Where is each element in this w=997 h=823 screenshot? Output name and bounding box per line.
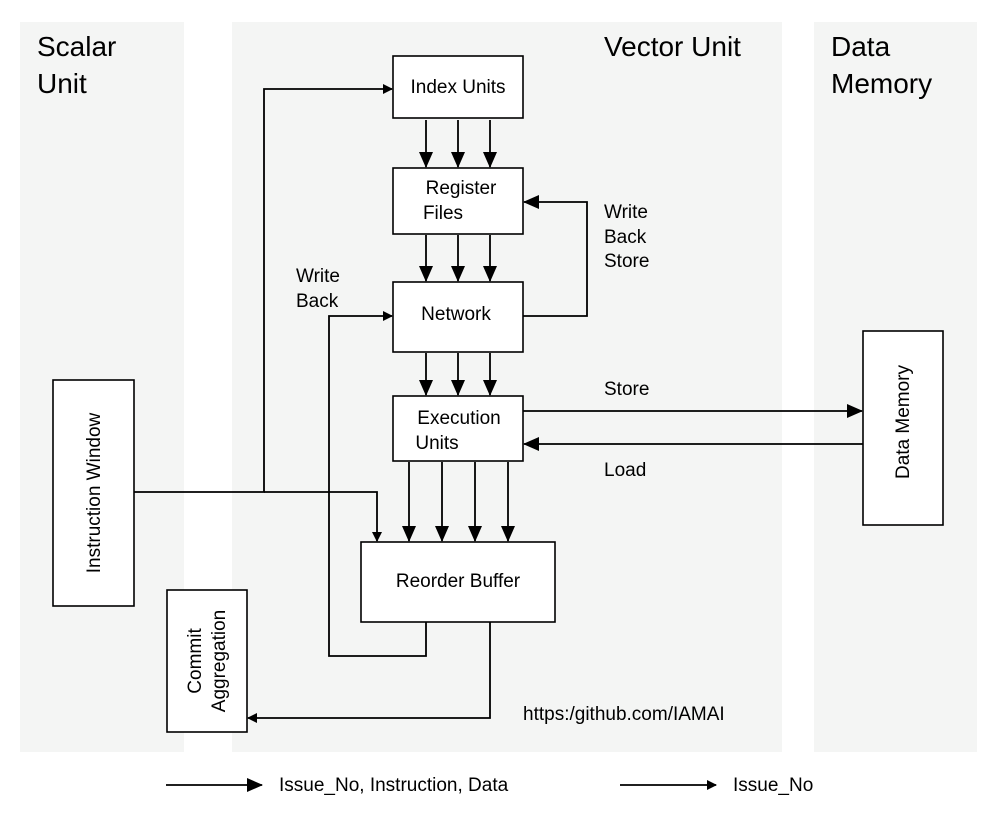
scalar-unit-title-line2: Unit [37,68,87,99]
write-back-store-label-line1: Write [604,202,648,223]
data-memory-title-line2: Memory [831,68,932,99]
data-memory-label: Data Memory [893,364,914,479]
execution-units-label-line1: Execution [417,408,500,429]
commit-aggregation-box [166,589,248,733]
index-units-box [392,55,524,119]
write-back-store-arrow [523,195,588,317]
write-back-label-line1: Write [296,266,340,287]
instruction-to-reorder-arrow [264,491,382,542]
write-back-arrow [328,311,427,657]
data-memory-title-line1: Data [831,31,891,62]
network-box [392,281,524,353]
data-memory-box [862,330,944,526]
vector-unit-region [232,22,782,752]
register-files-label-line2: Files [423,203,463,224]
commit-aggregation-label-line1: Commit [185,628,206,694]
legend-thin-arrow-label: Issue_No [733,775,813,796]
execution-units-box [392,395,524,462]
scalar-unit-title-line1: Scalar [37,31,116,62]
register-files-label-line1: Register [426,178,497,199]
write-back-store-label-line2: Back [604,227,647,248]
source-url: https:/github.com/IAMAI [523,704,725,725]
legend-thick-arrow-label: Issue_No, Instruction, Data [279,775,509,796]
instruction-window-box [52,379,135,607]
commit-aggregation-label-line2: Aggregation [209,610,230,712]
index-units-label: Index Units [410,77,505,98]
reorder-buffer-box [360,541,556,623]
store-label: Store [604,379,649,400]
execution-units-label-line2: Units [415,433,458,454]
reorder-to-commit-arrow [247,622,491,723]
write-back-store-label-line3: Store [604,251,649,272]
vector-unit-title: Vector Unit [604,31,741,62]
write-back-label-line2: Back [296,291,339,312]
network-label: Network [421,304,491,325]
reorder-buffer-label: Reorder Buffer [396,571,521,592]
instruction-to-index-arrow [134,84,393,493]
instruction-window-label: Instruction Window [84,412,105,573]
load-label: Load [604,460,646,481]
